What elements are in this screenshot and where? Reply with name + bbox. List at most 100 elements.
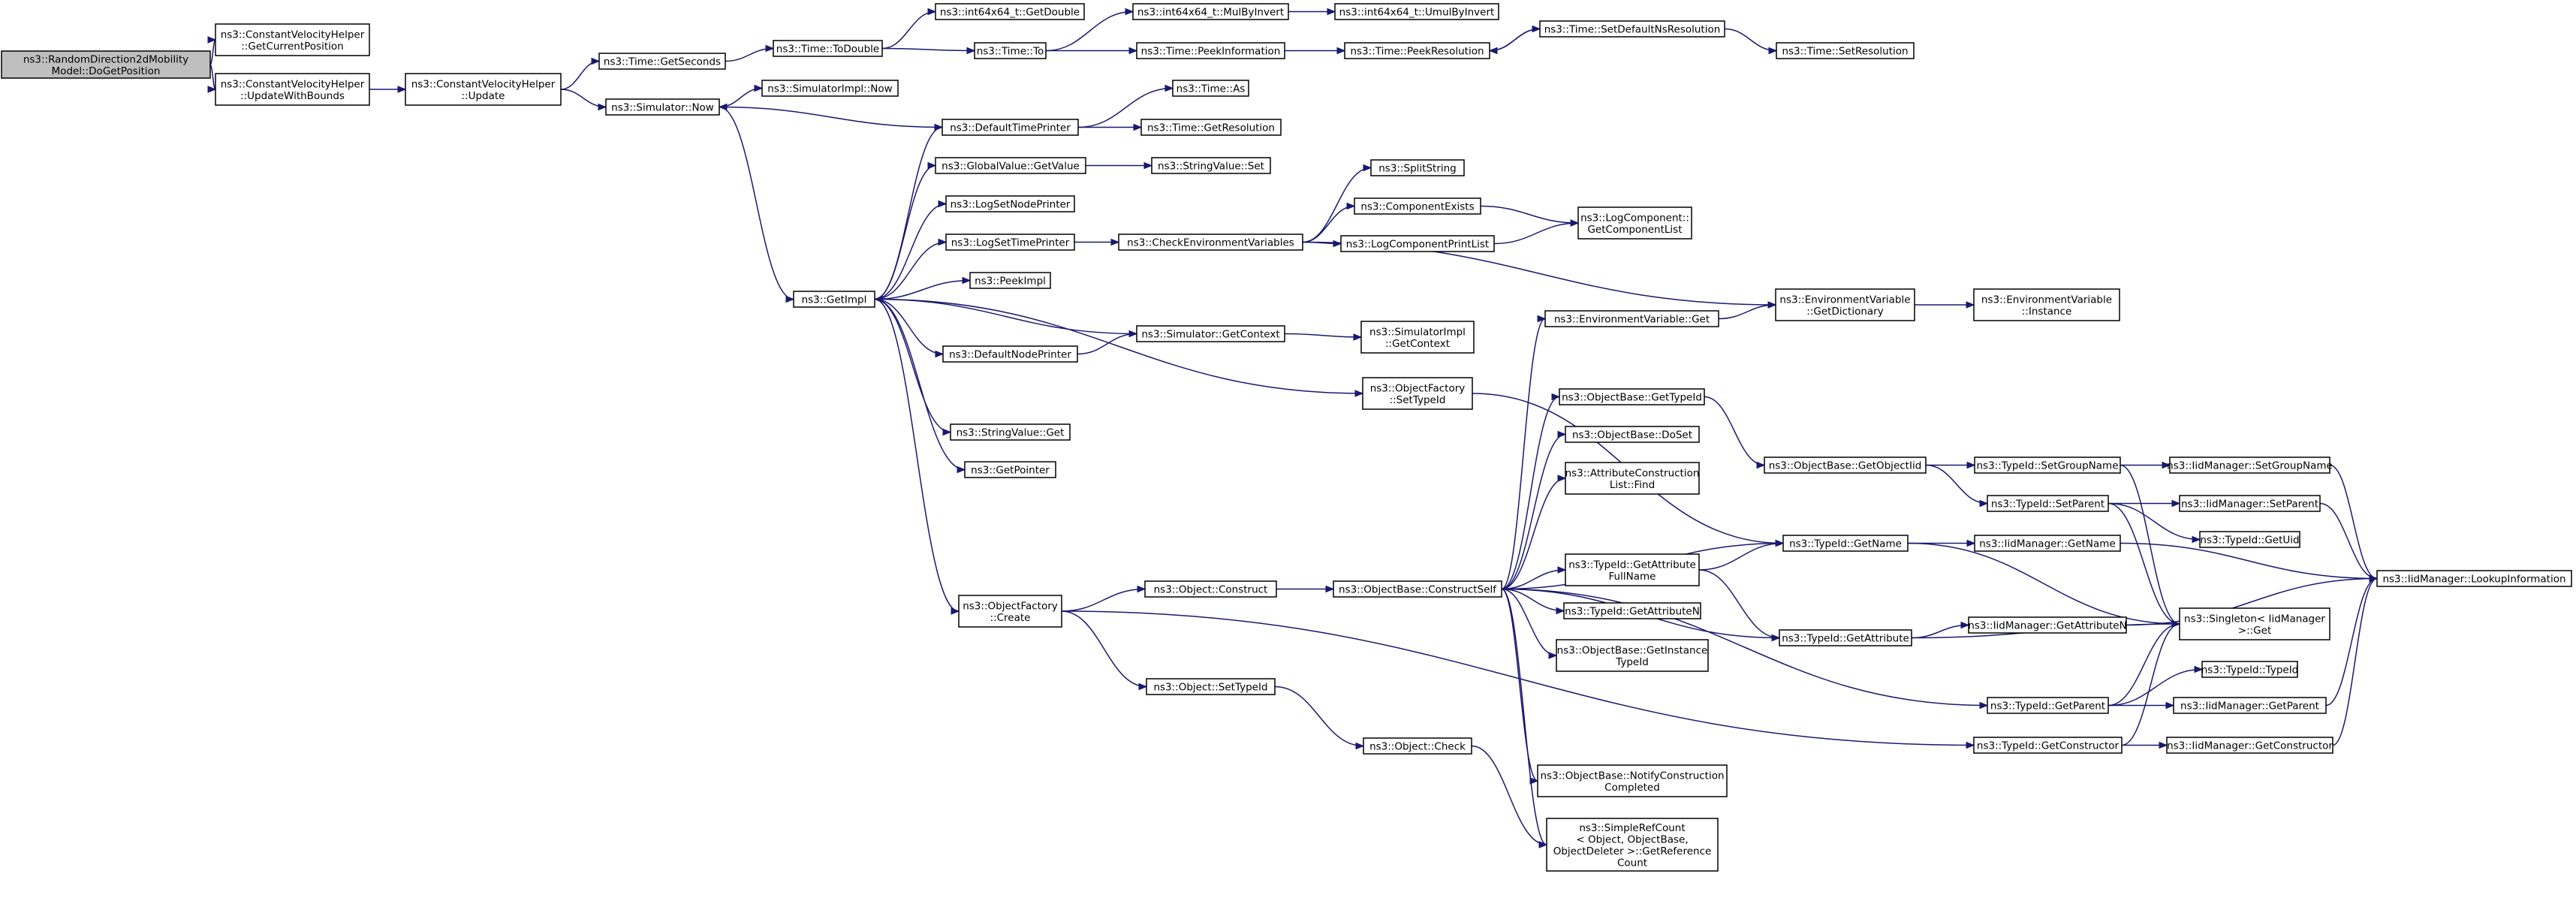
function-node[interactable]: ns3::Object::Check: [1363, 737, 1472, 755]
node-label: ns3::ObjectBase::NotifyConstruction: [1540, 770, 1724, 782]
function-node[interactable]: ns3::SimulatorImpl::GetContext: [1360, 321, 1475, 354]
function-node[interactable]: ns3::SplitString: [1370, 159, 1465, 176]
function-node[interactable]: ns3::LogComponentPrintList: [1340, 235, 1495, 252]
node-box: [1132, 3, 1289, 20]
function-node[interactable]: ns3::ConstantVelocityHelper::UpdateWithB…: [215, 73, 370, 106]
function-node[interactable]: ns3::StringValue::Set: [1151, 157, 1271, 174]
function-node[interactable]: ns3::ObjectBase::DoSet: [1565, 426, 1700, 443]
function-node[interactable]: ns3::GetPointer: [964, 461, 1056, 478]
node-label: ns3::Time::SetDefaultNsResolution: [1544, 24, 1721, 36]
function-node[interactable]: ns3::Time::GetResolution: [1140, 119, 1282, 136]
function-node[interactable]: ns3::int64x64_t::GetDouble: [935, 3, 1085, 20]
arrow-head: [1979, 499, 1989, 508]
arrow-head: [718, 103, 728, 111]
function-node[interactable]: ns3::DefaultNodePrinter: [942, 345, 1078, 363]
function-node[interactable]: ns3::EnvironmentVariable::Get: [1544, 310, 1719, 327]
function-node[interactable]: ns3::PeekImpl: [969, 272, 1051, 289]
node-box: [935, 157, 1086, 174]
function-node[interactable]: ns3::GlobalValue::GetValue: [935, 157, 1086, 174]
node-box: [1577, 206, 1692, 240]
arrow-head: [1557, 566, 1567, 574]
function-node[interactable]: ns3::ObjectBase::GetTypeId: [1559, 388, 1705, 405]
function-node[interactable]: ns3::SimpleRefCount< Object, ObjectBase,…: [1546, 818, 1719, 872]
function-node[interactable]: ns3::TypeId::SetParent: [1987, 495, 2109, 512]
call-edge: [881, 47, 976, 55]
arrow-head: [1133, 123, 1143, 131]
function-node[interactable]: ns3::DefaultTimePrinter: [942, 119, 1079, 136]
node-box: [1968, 616, 2127, 634]
function-node[interactable]: ns3::Time::ToDouble: [773, 40, 883, 57]
node-box: [1973, 737, 2123, 754]
function-node[interactable]: ns3::LogSetNodePrinter: [945, 195, 1075, 212]
function-node[interactable]: ns3::SimulatorImpl::Now: [761, 80, 899, 97]
function-node[interactable]: ns3::Object::Construct: [1144, 580, 1277, 598]
call-edge: [1480, 205, 1580, 227]
function-node[interactable]: ns3::IidManager::GetParent: [2173, 697, 2327, 714]
function-node[interactable]: ns3::Time::SetDefaultNsResolution: [1539, 20, 1725, 38]
function-node[interactable]: ns3::Time::PeekInformation: [1136, 42, 1285, 59]
node-box: [1559, 388, 1705, 405]
function-node[interactable]: ns3::LogSetTimePrinter: [945, 234, 1075, 251]
function-node[interactable]: ns3::ObjectBase::ConstructSelf: [1333, 580, 1502, 598]
function-node[interactable]: ns3::Time::PeekResolution: [1344, 42, 1490, 59]
arrow-head: [2192, 535, 2201, 544]
function-node[interactable]: ns3::ComponentExists: [1354, 197, 1481, 215]
function-node[interactable]: ns3::IidManager::GetConstructor: [2166, 737, 2333, 754]
function-node[interactable]: ns3::StringValue::Get: [950, 423, 1071, 441]
function-node[interactable]: ns3::TypeId::GetAttributeN: [1563, 602, 1701, 619]
node-label: ns3::Time::To: [977, 46, 1044, 58]
function-node[interactable]: ns3::EnvironmentVariable::GetDictionary: [1775, 288, 1915, 321]
function-node[interactable]: ns3::int64x64_t::MulByInvert: [1132, 3, 1289, 20]
arrow-head: [1128, 330, 1138, 338]
function-node[interactable]: ns3::ConstantVelocityHelper::Update: [405, 73, 562, 106]
function-node[interactable]: ns3::IidManager::GetName: [1974, 535, 2121, 552]
function-node[interactable]: ns3::TypeId::GetAttribute: [1779, 629, 1912, 646]
function-node[interactable]: ns3::Time::SetResolution: [1776, 42, 1915, 59]
function-node[interactable]: ns3::IidManager::SetGroupName: [2167, 457, 2333, 474]
node-label: ::Update: [462, 90, 505, 102]
function-node[interactable]: ns3::Simulator::Now: [605, 98, 720, 116]
arrow-head: [962, 276, 972, 285]
function-node[interactable]: ns3::Time::GetSeconds: [598, 53, 726, 70]
call-nodes: ns3::RandomDirection2dMobilityModel::DoG…: [1, 3, 2572, 872]
node-box: [1151, 157, 1271, 174]
node-label: ns3::ObjectFactory: [1370, 382, 1466, 394]
function-node[interactable]: ns3::Object::SetTypeId: [1146, 678, 1276, 695]
function-node[interactable]: ns3::LogComponent::GetComponentList: [1577, 206, 1692, 240]
function-node[interactable]: ns3::Simulator::GetContext: [1136, 325, 1285, 342]
function-node[interactable]: ns3::TypeId::GetName: [1782, 535, 1909, 552]
function-node[interactable]: ns3::EnvironmentVariable::Instance: [1973, 288, 2120, 321]
function-node[interactable]: ns3::IidManager::SetParent: [2179, 495, 2321, 512]
function-node[interactable]: ns3::ObjectBase::NotifyConstructionCompl…: [1537, 764, 1728, 797]
arrow-head: [934, 123, 944, 131]
function-node[interactable]: ns3::ObjectFactory::SetTypeId: [1362, 377, 1473, 410]
function-node[interactable]: ns3::TypeId::TypeId: [2201, 661, 2299, 678]
root-function-node[interactable]: ns3::RandomDirection2dMobilityModel::DoG…: [1, 50, 211, 79]
function-node[interactable]: ns3::IidManager::GetAttributeN: [1968, 616, 2127, 634]
arrow-head: [1164, 84, 1174, 92]
function-node[interactable]: ns3::int64x64_t::UmulByInvert: [1334, 3, 1499, 20]
node-label: ns3::TypeId::GetAttributeN: [1565, 606, 1700, 618]
node-box: [1360, 321, 1475, 354]
call-edge: [1061, 585, 1146, 612]
call-edge: [2122, 741, 2168, 749]
function-node[interactable]: ns3::TypeId::GetConstructor: [1973, 737, 2123, 754]
call-edge: [2107, 502, 2181, 628]
function-node[interactable]: ns3::TypeId::SetGroupName: [1974, 457, 2121, 474]
function-node[interactable]: ns3::Time::As: [1172, 80, 1249, 97]
function-node[interactable]: ns3::ConstantVelocityHelper::GetCurrentP…: [215, 23, 370, 56]
function-node[interactable]: ns3::ObjectBase::GetObjectIid: [1764, 457, 1927, 474]
function-node[interactable]: ns3::ObjectFactory::Create: [958, 595, 1062, 628]
call-edge: [1698, 569, 1781, 642]
function-node[interactable]: ns3::CheckEnvironmentVariables: [1118, 234, 1303, 251]
function-node[interactable]: ns3::TypeId::GetUid: [2199, 531, 2300, 548]
node-label: TypeId: [1615, 656, 1649, 668]
function-node[interactable]: ns3::GetImpl: [793, 291, 875, 308]
function-node[interactable]: ns3::Singleton< IidManager >::Get: [2179, 607, 2330, 640]
function-node[interactable]: ns3::Time::To: [974, 42, 1047, 59]
function-node[interactable]: ns3::IidManager::LookupInformation: [2376, 570, 2572, 587]
function-node[interactable]: ns3::TypeId::GetParent: [1987, 697, 2109, 714]
